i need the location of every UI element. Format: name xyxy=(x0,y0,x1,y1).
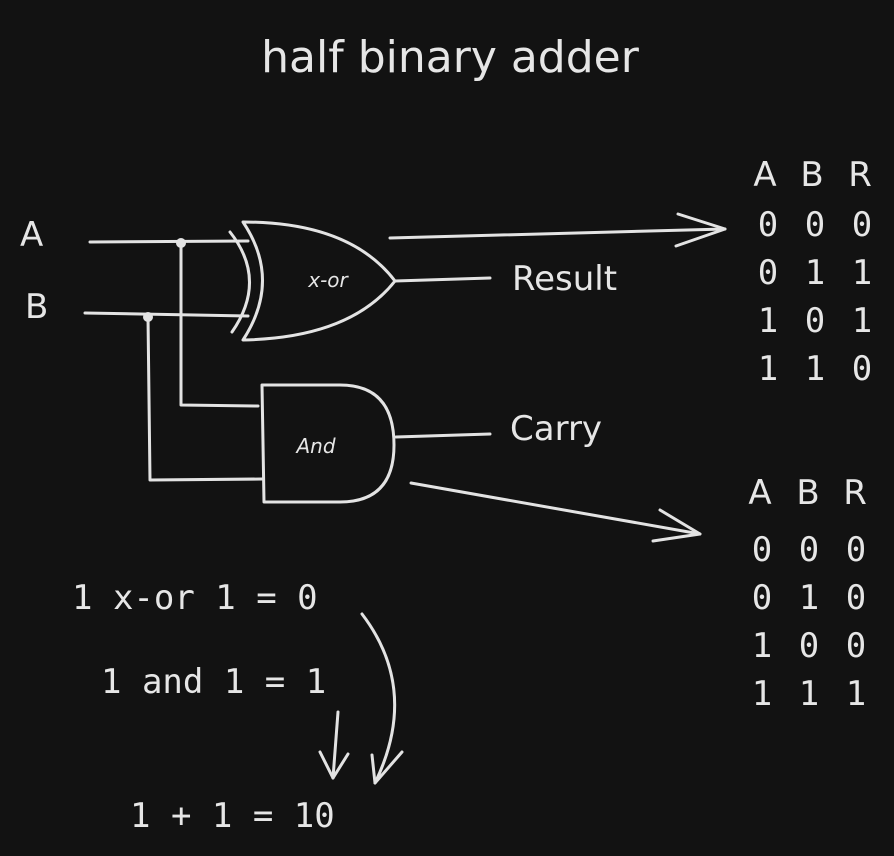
wire-a-to-xor xyxy=(88,239,250,244)
carry-cell: 1 xyxy=(752,626,772,666)
and-gate: And xyxy=(260,383,396,504)
result-cell: 0 xyxy=(852,205,872,245)
carry-header-r: R xyxy=(843,473,867,513)
arrow-to-carry-table xyxy=(409,481,702,543)
xor-example-equation: 1 x-or 1 = 0 xyxy=(72,578,318,618)
xor-back-arc xyxy=(228,230,251,334)
sum-example-equation: 1 + 1 = 10 xyxy=(130,796,335,836)
and-example-equation: 1 and 1 = 1 xyxy=(101,662,326,702)
result-cell: 0 xyxy=(758,205,778,245)
wire-b-to-and xyxy=(146,315,264,482)
diagram-title: half binary adder xyxy=(261,32,640,83)
result-cell: 1 xyxy=(852,301,872,341)
carry-cell: 0 xyxy=(799,530,819,570)
carry-cell: 0 xyxy=(846,578,866,618)
result-cell: 0 xyxy=(805,205,825,245)
result-truth-table: A B R 0 0 0 0 1 1 1 0 1 1 1 0 xyxy=(753,155,872,389)
and-output-wire xyxy=(394,432,492,439)
wire-b-to-xor xyxy=(83,311,250,318)
arrow-carry-digit xyxy=(318,710,350,780)
result-cell: 0 xyxy=(852,349,872,389)
xor-output-wire xyxy=(393,276,492,283)
input-a-label: A xyxy=(20,215,43,255)
junction-a xyxy=(176,238,186,248)
input-b-label: B xyxy=(25,287,48,327)
carry-cell: 1 xyxy=(799,578,819,618)
carry-cell: 0 xyxy=(752,578,772,618)
carry-truth-table: A B R 0 0 0 0 1 0 1 0 0 1 1 1 xyxy=(748,473,866,714)
result-cell: 0 xyxy=(805,301,825,341)
result-cell: 1 xyxy=(805,253,825,293)
result-label: Result xyxy=(512,259,617,299)
carry-cell: 1 xyxy=(846,674,866,714)
carry-cell: 0 xyxy=(846,626,866,666)
carry-cell: 0 xyxy=(799,626,819,666)
and-gate-label: And xyxy=(294,434,335,458)
result-header-r: R xyxy=(848,155,872,195)
carry-cell: 1 xyxy=(752,674,772,714)
carry-cell: 0 xyxy=(752,530,772,570)
xor-body xyxy=(241,220,397,342)
xor-gate: x-or xyxy=(228,220,397,342)
carry-header-b: B xyxy=(796,473,819,513)
carry-cell: 0 xyxy=(846,530,866,570)
result-header-a: A xyxy=(753,155,776,195)
result-cell: 1 xyxy=(758,349,778,389)
junction-b xyxy=(143,312,153,322)
arrow-result-digit xyxy=(360,612,404,785)
result-cell: 1 xyxy=(852,253,872,293)
arrow-to-result-table xyxy=(388,212,727,248)
result-cell: 0 xyxy=(758,253,778,293)
and-body xyxy=(260,383,396,504)
result-header-b: B xyxy=(800,155,823,195)
result-cell: 1 xyxy=(758,301,778,341)
wire-a-to-and xyxy=(179,241,260,408)
carry-header-a: A xyxy=(748,473,771,513)
xor-gate-label: x-or xyxy=(307,268,349,292)
result-cell: 1 xyxy=(805,349,825,389)
carry-label: Carry xyxy=(510,409,602,449)
carry-cell: 1 xyxy=(799,674,819,714)
